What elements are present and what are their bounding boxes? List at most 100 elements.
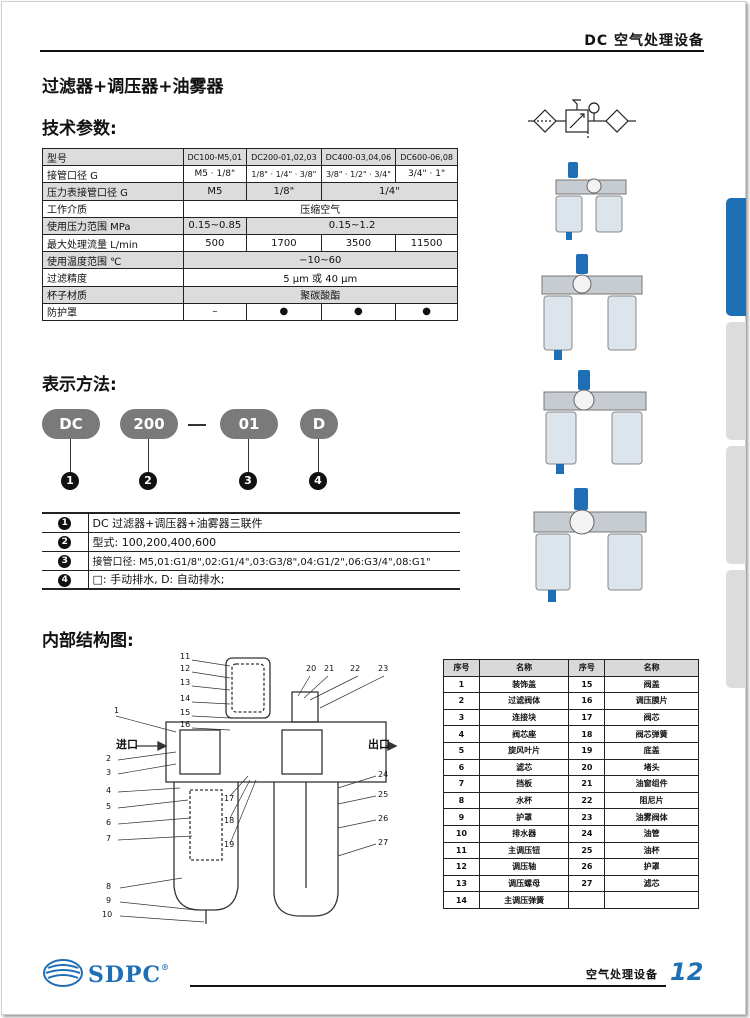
label-medium: 工作介质 bbox=[42, 199, 184, 218]
pneumatic-symbol-icon bbox=[528, 99, 636, 140]
label-pressure: 使用压力范围 MPa bbox=[42, 216, 184, 235]
side-tab[interactable] bbox=[726, 570, 746, 688]
table-row: 工作介质 压缩空气 bbox=[42, 199, 458, 218]
code-series: DC bbox=[42, 409, 100, 439]
part-name: 底盖 bbox=[604, 741, 699, 760]
part-number: 20 bbox=[568, 758, 606, 777]
table-row: 型号 DC100-M5,01 DC200-01,02,03 DC400-03,0… bbox=[42, 147, 458, 167]
model-cell: DC100-M5,01 bbox=[182, 147, 248, 167]
part-name: 滤芯 bbox=[604, 874, 699, 893]
part-number: 18 bbox=[568, 725, 606, 743]
callout-label: 15 bbox=[180, 708, 191, 717]
column-header: 名称 bbox=[604, 659, 699, 677]
port-cell: 3/8" · 1/2" · 3/4" bbox=[320, 165, 397, 184]
brand-text: SDPC bbox=[88, 962, 162, 988]
part-number: 25 bbox=[568, 841, 606, 860]
legend-number: 3 bbox=[58, 555, 72, 568]
part-name: 阀芯座 bbox=[478, 725, 570, 743]
table-row: 杯子材质 聚碳酸酯 bbox=[42, 285, 458, 304]
part-name: 过滤阀体 bbox=[478, 692, 570, 710]
callout-label: 25 bbox=[378, 790, 389, 799]
part-name: 油雾阀体 bbox=[604, 808, 699, 826]
table-row: 使用压力范围 MPa 0.15~0.85 0.15~1.2 bbox=[42, 216, 458, 235]
part-number: 23 bbox=[568, 808, 606, 826]
part-number: 14 bbox=[443, 891, 480, 909]
part-name: 装饰盖 bbox=[478, 675, 570, 694]
part-number: 10 bbox=[443, 824, 480, 843]
part-name: 滤芯 bbox=[478, 758, 570, 777]
callout-label: 3 bbox=[106, 768, 112, 777]
callout-label: 19 bbox=[224, 840, 235, 849]
legend-text: DC 过滤器+调压器+油雾器三联件 bbox=[88, 512, 460, 533]
side-tab[interactable] bbox=[726, 322, 746, 440]
callout-label: 27 bbox=[378, 838, 389, 847]
ordering-legend: 1 DC 过滤器+调压器+油雾器三联件 2 型式: 100,200,400,60… bbox=[42, 512, 460, 590]
legend-row: 1 DC 过滤器+调压器+油雾器三联件 bbox=[42, 512, 460, 533]
code-number: 2 bbox=[139, 472, 157, 490]
code-dash bbox=[188, 424, 206, 426]
callout-label: 9 bbox=[106, 896, 112, 905]
label-cup: 杯子材质 bbox=[42, 285, 184, 304]
page-number: 12 bbox=[670, 958, 704, 986]
model-cell: DC200-01,02,03 bbox=[246, 147, 322, 167]
spec-table: 型号 DC100-M5,01 DC200-01,02,03 DC400-03,0… bbox=[42, 147, 459, 321]
part-number: 15 bbox=[568, 675, 606, 694]
callout-label: 14 bbox=[180, 694, 191, 703]
structure-diagram bbox=[115, 657, 398, 924]
side-tab[interactable] bbox=[726, 446, 746, 564]
legend-row: 2 型式: 100,200,400,600 bbox=[42, 532, 460, 552]
legend-text: □: 手动排水, D: 自动排水; bbox=[88, 570, 460, 590]
side-tab-active[interactable] bbox=[726, 198, 746, 316]
part-name: 油管 bbox=[604, 824, 699, 843]
legend-text: 接管口径: M5,01:G1/8",02:G1/4",03:G3/8",04:G… bbox=[88, 551, 460, 571]
part-name: 调压膜片 bbox=[604, 692, 699, 710]
guard-cell: ● bbox=[320, 302, 397, 321]
table-row: 最大处理流量 L/min 500 1700 3500 11500 bbox=[42, 233, 458, 253]
callout-label: 21 bbox=[324, 664, 335, 673]
part-number: 17 bbox=[568, 708, 606, 727]
callout-label: 23 bbox=[378, 664, 389, 673]
model-cell: DC400-03,04,06 bbox=[320, 147, 397, 167]
sdpc-logo-icon bbox=[43, 959, 83, 987]
pressure-cell: 0.15~0.85 bbox=[182, 216, 248, 235]
table-row: 防护罩 – ● ● ● bbox=[42, 302, 458, 321]
registered-mark: ® bbox=[161, 962, 171, 972]
part-number: 5 bbox=[443, 741, 480, 760]
column-header: 名称 bbox=[478, 659, 570, 677]
flow-cell: 3500 bbox=[320, 233, 397, 253]
table-row: 过滤精度 5 μm 或 40 μm bbox=[42, 268, 458, 287]
cup-cell: 聚碳酸酯 bbox=[182, 285, 458, 304]
part-number: 12 bbox=[443, 858, 480, 876]
callout-label: 7 bbox=[106, 834, 112, 843]
header-title: DC 空气处理设备 bbox=[584, 33, 704, 49]
part-name: 旋风叶片 bbox=[478, 741, 570, 760]
column-header: 序号 bbox=[568, 659, 606, 677]
pressure-cell: 0.15~1.2 bbox=[246, 216, 458, 235]
product-title: 过滤器+调压器+油雾器 bbox=[42, 77, 224, 97]
label-filter: 过滤精度 bbox=[42, 268, 184, 287]
part-name: 阻尼片 bbox=[604, 791, 699, 810]
medium-cell: 压缩空气 bbox=[182, 199, 458, 218]
part-number: 16 bbox=[568, 692, 606, 710]
part-number: 22 bbox=[568, 791, 606, 810]
legend-row: 4 □: 手动排水, D: 自动排水; bbox=[42, 570, 460, 590]
code-number: 4 bbox=[309, 472, 327, 490]
flow-cell: 11500 bbox=[395, 233, 458, 253]
brand-name: SDPC® bbox=[88, 962, 170, 988]
outlet-label: 出口 bbox=[368, 738, 390, 751]
product-image-dc600 bbox=[533, 488, 647, 602]
table-row: 压力表接管口径 G M5 1/8" 1/4" bbox=[42, 182, 459, 201]
header-rule bbox=[40, 50, 704, 52]
gauge-cell: M5 bbox=[182, 182, 248, 201]
part-name: 护罩 bbox=[478, 808, 570, 826]
part-name: 油杯 bbox=[604, 841, 699, 860]
callout-label: 18 bbox=[224, 816, 235, 825]
model-cell: DC600-06,08 bbox=[395, 147, 458, 167]
gauge-cell: 1/4" bbox=[320, 182, 459, 201]
part-number: 13 bbox=[443, 874, 480, 893]
